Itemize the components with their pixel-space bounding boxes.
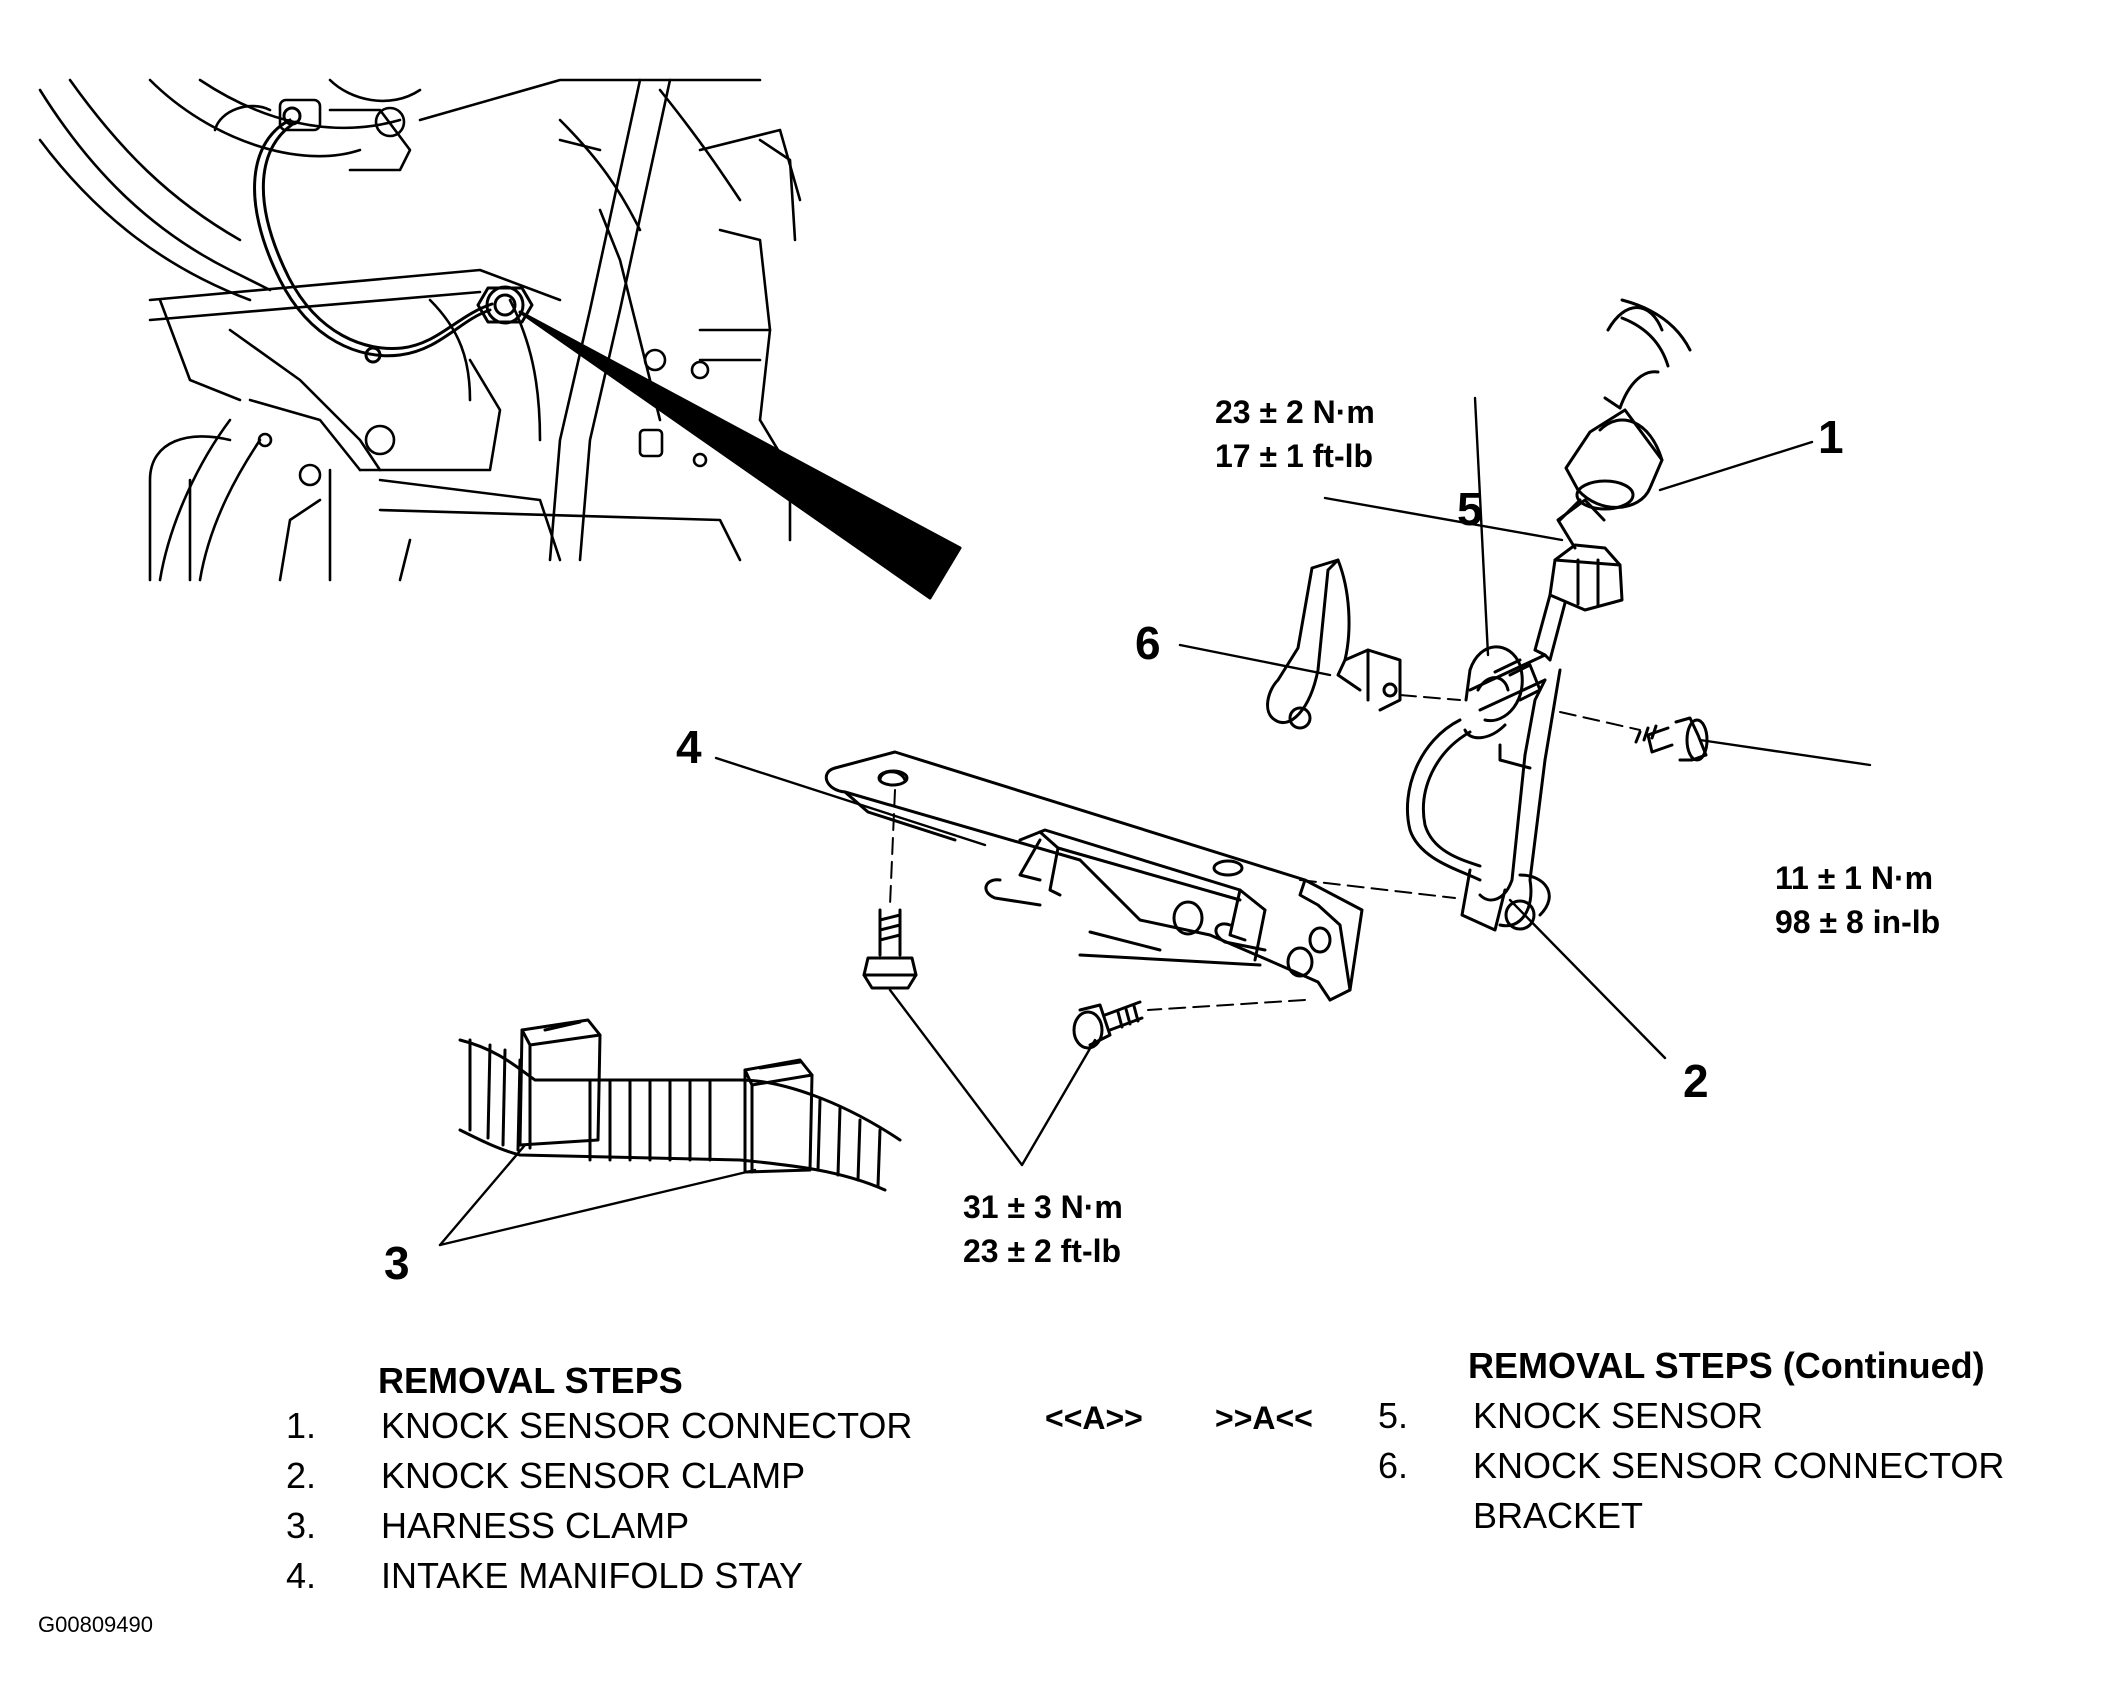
step-number: 6.	[1378, 1445, 1409, 1486]
leader-lines	[438, 396, 1872, 1247]
callout-5: 5	[1457, 483, 1483, 535]
removal-steps-heading: REMOVAL STEPS	[378, 1360, 683, 1401]
step-label: INTAKE MANIFOLD STAY	[381, 1555, 804, 1596]
torque-clamp-nm: 11 ± 1 N·m	[1775, 860, 1934, 896]
inset-pointer-wedge	[518, 310, 962, 600]
figure-code: G00809490	[38, 1612, 153, 1637]
exploded-view-drawing	[38, 78, 1872, 1247]
callout-6: 6	[1135, 617, 1161, 669]
engine-inset-view	[38, 78, 802, 582]
harness-clamp-drawing	[458, 1018, 902, 1192]
inset-sensor-wire	[253, 106, 534, 364]
step-label: KNOCK SENSOR	[1473, 1395, 1764, 1436]
torque-stay-nm: 31 ± 3 N·m	[963, 1189, 1123, 1225]
step-label: KNOCK SENSOR CLAMP	[381, 1455, 806, 1496]
removal-steps-continued-heading: REMOVAL STEPS (Continued)	[1468, 1345, 1985, 1386]
step-label: HARNESS CLAMP	[381, 1505, 690, 1546]
torque-spec-knock-sensor: 23 ± 2 N·m 17 ± 1 ft-lb	[1215, 390, 1375, 478]
callout-1: 1	[1818, 411, 1844, 463]
bolt-drawings	[862, 716, 1709, 1050]
knock-sensor-drawing	[1405, 498, 1624, 932]
intake-manifold-stay-drawing	[824, 750, 1364, 1002]
installation-marker: >>A<<	[1215, 1400, 1313, 1436]
assembly-dash-lines	[889, 694, 1641, 1011]
callout-4: 4	[676, 721, 702, 773]
torque-stay-ftlb: 23 ± 2 ft-lb	[963, 1233, 1122, 1269]
step-number: 5.	[1378, 1395, 1409, 1436]
step-number: 3.	[286, 1505, 317, 1546]
callout-2: 2	[1683, 1055, 1709, 1107]
torque-sensor-nm: 23 ± 2 N·m	[1215, 394, 1375, 430]
step-number: 2.	[286, 1455, 317, 1496]
step-label: KNOCK SENSOR CONNECTOR	[1473, 1445, 2005, 1486]
knock-sensor-connector-drawing	[1564, 298, 1692, 511]
torque-spec-clamp-bolt: 11 ± 1 N·m 98 ± 8 in-lb	[1775, 856, 1940, 944]
step-label: KNOCK SENSOR CONNECTOR	[381, 1405, 913, 1446]
step-number: 4.	[286, 1555, 317, 1596]
removal-marker: <<A>>	[1045, 1400, 1143, 1436]
connector-bracket-drawing	[1266, 558, 1402, 730]
callout-3: 3	[384, 1237, 410, 1289]
step-number: 1.	[286, 1405, 317, 1446]
torque-spec-stay-bolts: 31 ± 3 N·m 23 ± 2 ft-lb	[963, 1185, 1123, 1273]
step-label: BRACKET	[1473, 1495, 1644, 1536]
torque-sensor-ftlb: 17 ± 1 ft-lb	[1215, 438, 1374, 474]
torque-clamp-inlb: 98 ± 8 in-lb	[1775, 904, 1941, 940]
